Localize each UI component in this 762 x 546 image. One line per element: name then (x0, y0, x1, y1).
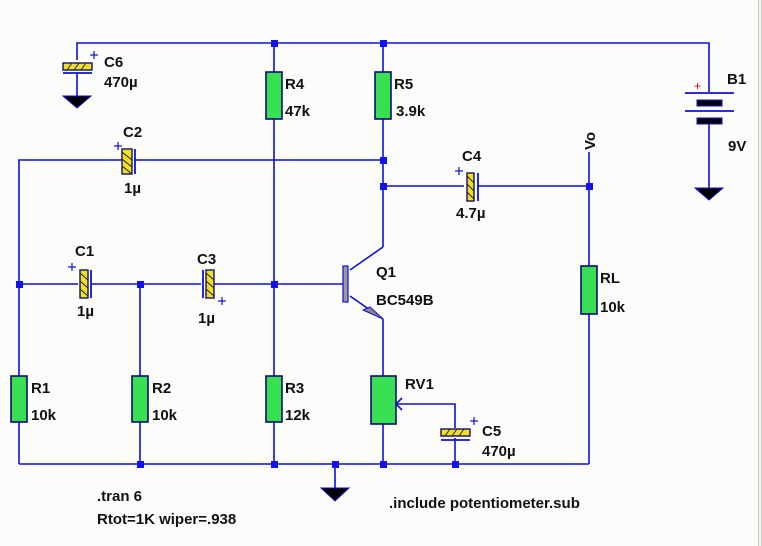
r1-ref: R1 (31, 380, 50, 397)
junction (452, 461, 459, 468)
junction (16, 281, 23, 288)
r4-value: 47k (285, 103, 311, 120)
c4-ref: C4 (462, 148, 482, 165)
r5-ref: R5 (394, 76, 413, 93)
rl-value: 10k (600, 299, 626, 316)
ground-icon (319, 487, 351, 502)
junction (271, 40, 278, 47)
resistor-r4[interactable]: R4 47k (265, 71, 311, 120)
resistor-rl[interactable]: RL 10k (580, 265, 626, 316)
junction (380, 40, 387, 47)
directive-include[interactable]: .include potentiometer.sub (389, 495, 580, 512)
junction (380, 157, 387, 164)
junction (380, 183, 387, 190)
plus-icon (68, 263, 76, 271)
c1-ref: C1 (75, 243, 94, 260)
c2-ref: C2 (123, 124, 142, 141)
wire-wiper[interactable] (396, 403, 456, 428)
emitter-arrow-icon (361, 306, 384, 320)
b1-value: 9V (728, 138, 746, 155)
c4-value: 4.7µ (456, 205, 486, 222)
battery-cell (696, 99, 723, 107)
plus-icon (90, 51, 98, 59)
junction (271, 461, 278, 468)
ground-icon (61, 95, 93, 109)
wire-collector-diag[interactable] (349, 246, 384, 271)
b1-ref: B1 (727, 71, 746, 88)
resistor-r1[interactable]: R1 10k (10, 375, 57, 424)
c6-value: 470µ (104, 74, 138, 91)
junction (137, 461, 144, 468)
transistor-q1[interactable]: Q1 BC549B (342, 264, 434, 320)
plus-icon (114, 142, 122, 150)
q1-value: BC549B (376, 292, 434, 309)
window-edge (758, 0, 762, 546)
junction (332, 461, 339, 468)
ground-icon (693, 187, 725, 201)
r2-ref: R2 (152, 380, 171, 397)
capacitor-c2[interactable]: C2 1µ (114, 124, 142, 197)
c1-value: 1µ (77, 303, 94, 320)
c3-value: 1µ (198, 310, 215, 327)
c2-value: 1µ (124, 180, 141, 197)
plus-icon (218, 297, 226, 305)
c5-value: 470µ (482, 443, 516, 460)
net-label-vo: Vo (582, 132, 599, 150)
r4-ref: R4 (285, 76, 305, 93)
c6-ref: C6 (104, 54, 123, 71)
r1-value: 10k (31, 407, 57, 424)
capacitor-c4[interactable]: C4 4.7µ (455, 148, 486, 222)
battery-plus: + (694, 79, 701, 93)
base-bar (342, 265, 349, 303)
c5-ref: C5 (482, 423, 501, 440)
r2-value: 10k (152, 407, 178, 424)
resistor-r5[interactable]: R5 3.9k (374, 71, 426, 120)
c3-ref: C3 (197, 251, 216, 268)
capacitor-c6[interactable]: C6 470µ (62, 51, 138, 91)
capacitor-c1[interactable]: C1 1µ (68, 243, 94, 320)
r3-ref: R3 (285, 380, 304, 397)
wire-top-rail[interactable] (76, 42, 710, 92)
plus-icon (455, 167, 463, 175)
wiper-arrow-icon (394, 397, 403, 411)
junction (271, 281, 278, 288)
directive-tran[interactable]: .tran 6 (97, 488, 142, 505)
battery-cell (696, 117, 723, 125)
resistor-r3[interactable]: R3 12k (265, 375, 311, 424)
junction (586, 183, 593, 190)
rv1-ref: RV1 (405, 376, 434, 393)
directive-params[interactable]: Rtot=1K wiper=.938 (97, 511, 236, 528)
wire-c2-left[interactable] (18, 159, 122, 376)
junction (380, 461, 387, 468)
junction (137, 281, 144, 288)
potentiometer-rv1[interactable]: RV1 (370, 375, 434, 425)
r5-value: 3.9k (396, 103, 426, 120)
rl-ref: RL (600, 270, 620, 287)
r3-value: 12k (285, 407, 311, 424)
plus-icon (470, 417, 478, 425)
q1-ref: Q1 (376, 264, 396, 281)
wires (18, 42, 710, 488)
battery-b1[interactable]: + B1 9V (685, 71, 746, 155)
capacitor-c3[interactable]: C3 1µ (197, 251, 226, 327)
capacitor-c5[interactable]: C5 470µ (440, 417, 516, 460)
junctions (16, 40, 593, 468)
resistor-r2[interactable]: R2 10k (131, 375, 178, 424)
